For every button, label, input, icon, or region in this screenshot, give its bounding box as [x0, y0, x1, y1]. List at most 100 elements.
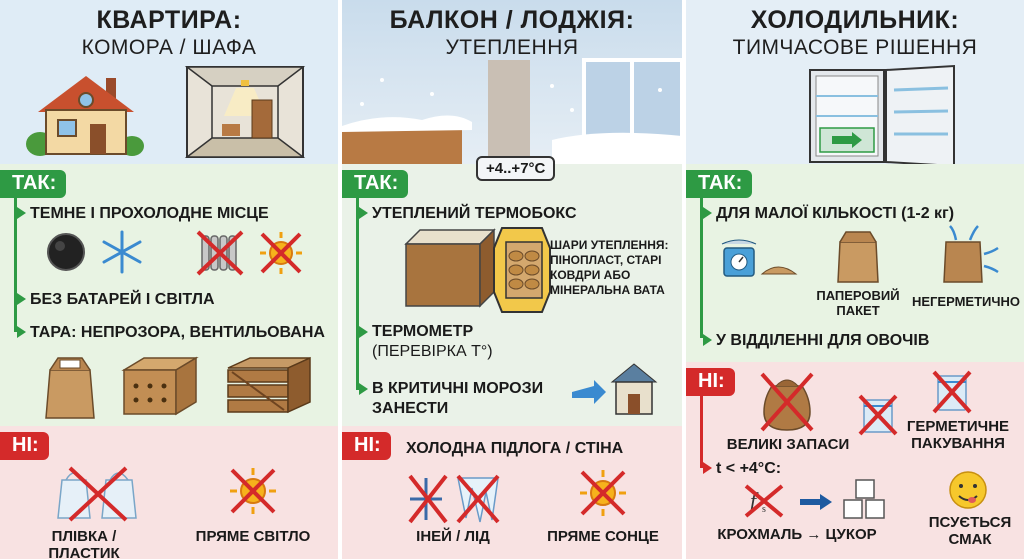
balcony-no-item-3: ПРЯМЕ СОНЦЕ: [547, 528, 659, 545]
svg-text:s: s: [762, 504, 766, 515]
sealed-label-line: ПАКУВАННЯ: [911, 435, 1005, 452]
sealed-label-line: ГЕРМЕТИЧНЕ: [906, 418, 1010, 435]
balcony-yes-badge: ТАК:: [342, 170, 409, 198]
fridge-icon: [809, 64, 955, 168]
sun-crossed-icon: [230, 468, 276, 514]
arrow-icon: [17, 207, 26, 219]
starch-to-sugar: КРОХМАЛЬ → ЦУКОР: [712, 526, 882, 543]
sun-crossed-icon: [580, 470, 626, 516]
bracket-line: [356, 198, 359, 390]
paper-bag-label-line: ПАПЕРОВИЙ: [816, 288, 900, 303]
taste-label: ПСУЄТЬСЯ СМАК: [922, 514, 1018, 548]
starch-crossed-icon: f s: [744, 484, 784, 518]
arrow-glyph: →: [806, 526, 826, 543]
fridge-no-item-2: t < +4°C:: [716, 460, 782, 477]
radiator-crossed-icon: [196, 230, 244, 276]
balcony-no-item-2: ІНЕЙ / ЛІД: [416, 528, 490, 545]
balcony-yes-item-3: В КРИТИЧНІ МОРОЗИ: [372, 380, 544, 397]
sun-crossed-icon: [260, 232, 302, 274]
fridge-header: ХОЛОДИЛЬНИК: ТИМЧАСОВЕ РІШЕННЯ: [686, 0, 1024, 168]
taste-label-line: ПСУЄТЬСЯ: [928, 514, 1012, 531]
arrow-icon: [17, 326, 26, 338]
bracket-line: [700, 198, 703, 338]
fridge-no-badge: НІ:: [686, 368, 735, 396]
arrow-right-icon: [800, 494, 832, 510]
apartment-yes-item-3: ТАРА: НЕПРОЗОРА, ВЕНТИЛЬОВАНА: [30, 324, 325, 341]
arrow-icon: [359, 207, 368, 219]
fridge-yes-item-1: ДЛЯ МАЛОЇ КІЛЬКОСТІ (1-2 кг): [716, 205, 955, 222]
apartment-title: КВАРТИРА:: [96, 6, 242, 34]
apartment-no-badge: НІ:: [0, 432, 49, 460]
sealed-bag-crossed-icon: [858, 394, 898, 436]
apartment-yes-item-2: БЕЗ БАТАРЕЙ І СВІТЛА: [30, 291, 215, 308]
pantry-room-icon: [184, 66, 306, 158]
plastic-bag-crossed-icon: [57, 466, 137, 522]
paper-bag-label-line: ПАКЕТ: [836, 303, 880, 318]
insulation-note-line: ШАРИ УТЕПЛЕННЯ:: [550, 238, 669, 252]
sugar-label: ЦУКОР: [825, 526, 877, 543]
balcony-no-badge: НІ:: [342, 432, 391, 460]
apartment-no-section: НІ: ПЛІВКА / ПЛАСТИК ПРЯМЕ СВІТЛО: [0, 426, 338, 559]
snowflake-icon: [102, 230, 142, 274]
paper-bag-icon: [837, 231, 879, 283]
sugar-cubes-icon: [843, 479, 885, 519]
apartment-no-item-2: ПРЯМЕ СВІТЛО: [195, 528, 311, 545]
balcony-yes-item-2b: (ПЕРЕВІРКА T°): [372, 343, 493, 360]
face-icon: [949, 471, 987, 509]
insulation-note: ШАРИ УТЕПЛЕННЯ: ПІНОПЛАСТ, СТАРІ КОВДРИ …: [550, 238, 680, 298]
fridge-no-section: НІ: ВЕЛИКІ ЗАПАСИ: [686, 362, 1024, 559]
balcony-yes-item-1: УТЕПЛЕНИЙ ТЕРМОБОКС: [372, 205, 577, 222]
arrow-icon: [703, 462, 712, 474]
fridge-yes-item-2: У ВІДДІЛЕННІ ДЛЯ ОВОЧІВ: [716, 332, 930, 349]
starch-label: КРОХМАЛЬ: [717, 526, 803, 543]
balcony-title: БАЛКОН / ЛОДЖІЯ:: [389, 6, 635, 34]
balcony-subtitle: УТЕПЛЕННЯ: [445, 36, 579, 59]
apartment-yes-item-1: ТЕМНЕ І ПРОХОЛОДНЕ МІСЦЕ: [30, 205, 269, 222]
fridge-yes-section: ТАК: ДЛЯ МАЛОЇ КІЛЬКОСТІ (1-2 кг) ПАПЕРО…: [686, 164, 1024, 362]
house-icon: [26, 76, 144, 156]
fridge-yes-badge: ТАК:: [686, 170, 753, 198]
ice-crossed-icon: [408, 474, 500, 524]
sack-crossed-icon: [760, 372, 814, 432]
svg-text:f: f: [750, 488, 759, 513]
cardboard-box-icon: [121, 356, 199, 416]
arrow-icon: [703, 334, 712, 346]
balcony-no-item-1: ХОЛОДНА ПІДЛОГА / СТІНА: [406, 440, 624, 457]
column-divider: [682, 0, 686, 559]
fridge-title: ХОЛОДИЛЬНИК:: [750, 6, 960, 34]
fridge-no-item-1: ВЕЛИКІ ЗАПАСИ: [726, 436, 850, 453]
scale-icon: [721, 239, 798, 277]
balcony-no-section: НІ: ХОЛОДНА ПІДЛОГА / СТІНА ІНЕЙ / ЛІД П…: [342, 426, 682, 559]
paper-bag-label: ПАПЕРОВИЙ ПАКЕТ: [806, 288, 910, 318]
arrow-icon: [359, 326, 368, 338]
balcony-header: БАЛКОН / ЛОДЖІЯ: УТЕПЛЕННЯ: [342, 0, 682, 172]
apartment-yes-badge: ТАК:: [0, 170, 67, 198]
bracket-line: [700, 396, 703, 468]
balcony-scene-icon: [342, 58, 682, 172]
balcony-yes-item-2: ТЕРМОМЕТР: [372, 323, 474, 340]
insulation-note-line: ПІНОПЛАСТ, СТАРІ: [550, 253, 662, 267]
taste-label-line: СМАК: [948, 531, 992, 548]
dark-circle-icon: [47, 233, 85, 271]
arrow-icon: [703, 207, 712, 219]
arrow-icon: [359, 383, 368, 395]
insulation-note-line: КОВДРИ АБО: [550, 268, 631, 282]
apartment-column: КВАРТИРА: КОМОРА / ШАФА: [0, 0, 338, 559]
not-sealed-label: НЕГЕРМЕТИЧНО: [911, 294, 1021, 309]
bracket-line: [14, 198, 17, 332]
apartment-yes-section: ТАК: ТЕМНЕ І ПРОХОЛОДНЕ МІСЦЕ БЕЗ БАТАРЕ…: [0, 164, 338, 426]
fridge-column: ХОЛОДИЛЬНИК: ТИМЧАСОВЕ РІШЕННЯ ТАК: ДЛЯ …: [686, 0, 1024, 559]
thermobox-icon: [404, 227, 551, 313]
vented-bag-icon: [943, 225, 999, 283]
apartment-no-item-1: ПЛІВКА / ПЛАСТИК: [48, 528, 120, 559]
apartment-header: КВАРТИРА: КОМОРА / ШАФА: [0, 0, 338, 164]
balcony-yes-item-3b: ЗАНЕСТИ: [372, 400, 449, 417]
balcony-yes-section: ТАК: +4..+7°C УТЕПЛЕНИЙ ТЕРМОБОКС ШАРИ У…: [342, 156, 682, 426]
arrow-icon: [17, 293, 26, 305]
wooden-crate-icon: [227, 356, 311, 414]
sealed-bag-crossed-icon: [932, 370, 972, 414]
house-small-icon: [572, 363, 658, 415]
paper-bag-icon: [45, 357, 95, 419]
apartment-subtitle: КОМОРА / ШАФА: [81, 36, 257, 59]
